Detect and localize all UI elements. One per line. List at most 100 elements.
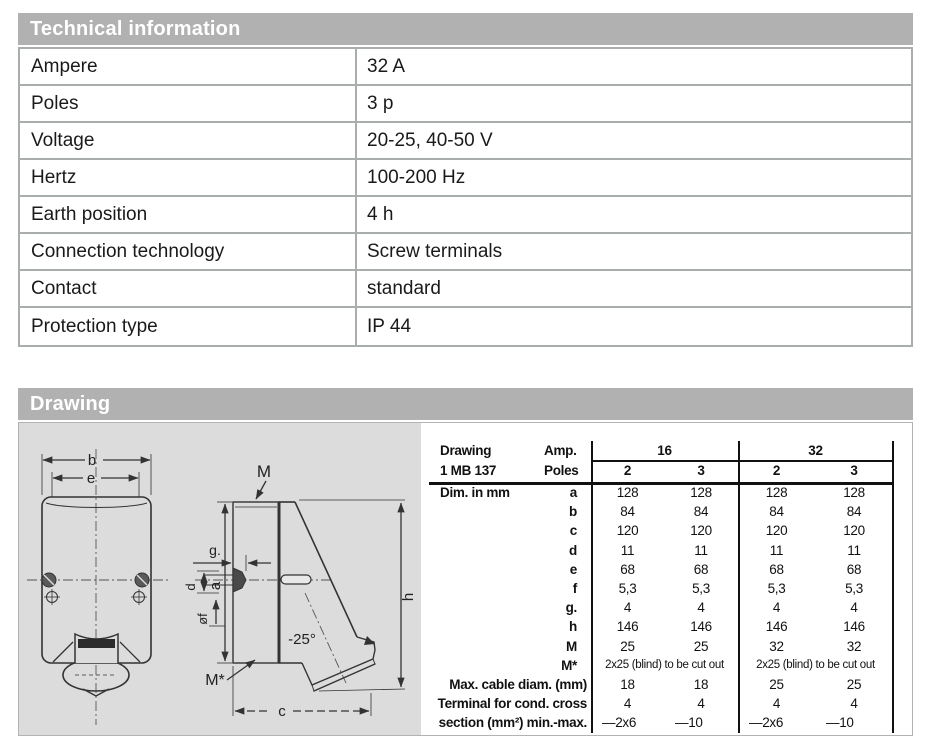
socket-collar bbox=[74, 632, 119, 663]
dim-value: 120 bbox=[690, 523, 712, 539]
socket-flange-front bbox=[62, 658, 130, 697]
dim-value: 32 bbox=[846, 638, 862, 654]
footer-label: Terminal for cond. cross bbox=[437, 696, 588, 712]
spec-value: IP 44 bbox=[367, 315, 412, 337]
technical-information-header: Technical information bbox=[18, 13, 913, 45]
footer-value: 25 bbox=[846, 676, 862, 692]
dim-value: 84 bbox=[620, 504, 635, 520]
footer-label: Max. cable diam. (mm) bbox=[449, 676, 587, 692]
dim-value: 84 bbox=[693, 504, 709, 520]
dim-name: M* bbox=[561, 657, 577, 673]
vline-2 bbox=[738, 441, 740, 733]
dim-name: c bbox=[569, 523, 578, 539]
dim-value: 11 bbox=[769, 542, 784, 558]
dim-value: 5,3 bbox=[692, 580, 710, 596]
dim-value: 25 bbox=[693, 638, 709, 654]
dim-name: d bbox=[569, 542, 577, 558]
dim-value: 146 bbox=[616, 619, 639, 635]
mstar-value-32: 2x25 (blind) to be cut out bbox=[756, 658, 875, 671]
footer-value: —2x6 bbox=[602, 715, 637, 731]
spec-label: Contact bbox=[20, 271, 357, 306]
spec-value: 4 h bbox=[367, 203, 394, 225]
footer-value: 4 bbox=[697, 696, 705, 712]
dim-value: 5,3 bbox=[618, 580, 637, 596]
m-star-leader bbox=[226, 659, 256, 681]
mounting-hole-right bbox=[131, 589, 147, 605]
table-row: Voltage 20-25, 40-50 V bbox=[20, 123, 911, 160]
spec-label: Protection type bbox=[20, 308, 357, 345]
table-row: Contact standard bbox=[20, 271, 911, 308]
spec-label: Earth position bbox=[20, 197, 357, 232]
vline-3 bbox=[892, 441, 894, 733]
drawing-header: Drawing bbox=[18, 388, 913, 420]
footer-value: —2x6 bbox=[749, 715, 784, 731]
spec-value: standard bbox=[367, 277, 441, 299]
dim-value: 5,3 bbox=[767, 580, 786, 596]
dim-name: f bbox=[572, 580, 578, 596]
dim-value: 128 bbox=[843, 485, 865, 500]
footer-value: 4 bbox=[772, 696, 781, 712]
dim-value: 68 bbox=[769, 561, 784, 577]
spec-label: Ampere bbox=[20, 49, 357, 84]
m-star-label: M* bbox=[205, 672, 225, 689]
dim-value: 4 bbox=[850, 600, 858, 616]
poles-32-3: 3 bbox=[850, 463, 858, 478]
technical-information-table: Ampere 32 A Poles 3 p Voltage 20-25, 40-… bbox=[18, 47, 913, 347]
drawing-labels: b e M a g. d øf -25° h c M* bbox=[87, 452, 417, 720]
socket-drawing-svg: b e M a g. d øf -25° h c M* bbox=[27, 449, 417, 725]
table-row: Protection type IP 44 bbox=[20, 308, 911, 345]
dim-label-d: d bbox=[183, 583, 198, 590]
dim-value: 128 bbox=[765, 485, 788, 500]
dimension-h bbox=[299, 499, 406, 692]
empty-cell bbox=[429, 560, 533, 579]
dim-name: b bbox=[569, 504, 577, 520]
table-row: Hertz 100-200 Hz bbox=[20, 160, 911, 197]
spec-label: Connection technology bbox=[20, 234, 357, 269]
vline-1 bbox=[591, 441, 593, 733]
empty-cell bbox=[429, 521, 533, 540]
dim-value: 84 bbox=[846, 504, 862, 520]
spec-label: Hertz bbox=[20, 160, 357, 195]
table-row: Connection technology Screw terminals bbox=[20, 234, 911, 271]
dim-label-e: e bbox=[87, 470, 95, 487]
dim-name: M bbox=[566, 638, 577, 654]
dim-label-g: g. bbox=[209, 542, 221, 558]
footer-value: 18 bbox=[620, 676, 635, 692]
footer-value: —10 bbox=[826, 715, 854, 731]
spec-label: Poles bbox=[20, 86, 357, 121]
dim-value: 4 bbox=[697, 600, 705, 616]
dim-label-m: M bbox=[257, 462, 271, 481]
footer-value: —10 bbox=[675, 715, 703, 731]
empty-cell bbox=[429, 637, 533, 656]
empty-cell bbox=[429, 579, 533, 598]
dim-value: 4 bbox=[772, 600, 781, 616]
drawing-ref-line1: Drawing bbox=[440, 443, 492, 458]
dim-value: 68 bbox=[693, 561, 709, 577]
poles-32-2: 2 bbox=[772, 463, 781, 478]
drawing-ref-line2: 1 MB 137 bbox=[440, 463, 497, 478]
dim-value: 84 bbox=[769, 504, 784, 520]
table-row: Earth position 4 h bbox=[20, 197, 911, 234]
dim-value: 128 bbox=[690, 485, 712, 500]
empty-cell bbox=[429, 656, 533, 675]
front-view bbox=[27, 449, 169, 725]
dim-label-a: a bbox=[207, 581, 224, 590]
amp-group-16: 16 bbox=[657, 443, 672, 458]
spec-value: 100-200 Hz bbox=[367, 166, 466, 188]
m-leader bbox=[255, 480, 267, 500]
dim-value: 5,3 bbox=[845, 580, 863, 596]
dim-value: 68 bbox=[620, 561, 635, 577]
dim-value: 11 bbox=[694, 542, 708, 558]
dimension-d bbox=[197, 570, 219, 594]
poles-label: Poles bbox=[544, 463, 579, 478]
poles-16-2: 2 bbox=[623, 463, 632, 478]
dim-unit-label: Dim. in mm bbox=[440, 485, 510, 500]
housing-profile bbox=[279, 501, 376, 692]
dim-label-of: øf bbox=[195, 613, 210, 625]
tube-axis bbox=[304, 592, 347, 684]
technical-drawing: b e M a g. d øf -25° h c M* bbox=[19, 423, 421, 735]
dim-value: 32 bbox=[769, 638, 784, 654]
spec-label: Voltage bbox=[20, 123, 357, 158]
